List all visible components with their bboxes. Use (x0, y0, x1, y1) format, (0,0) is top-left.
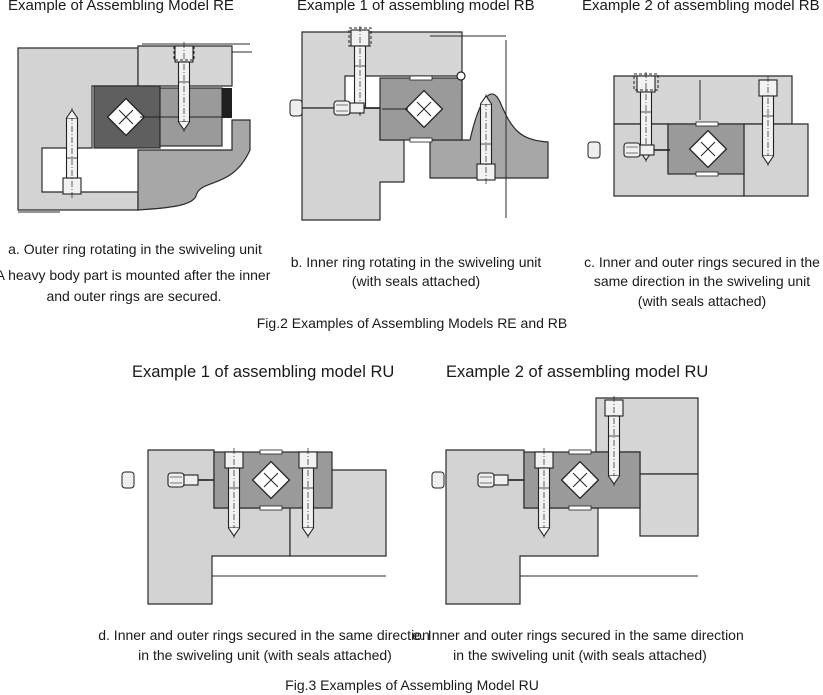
caption-c-line2: same direction in the swiveling unit (593, 273, 811, 289)
caption-a-line2: A heavy body part is mounted after the i… (0, 267, 271, 283)
caption-d-line2: in the swiveling unit (with seals attach… (138, 647, 392, 663)
diagram-ru1 (121, 447, 387, 605)
caption-a-line3: and outer rings are secured. (46, 288, 222, 304)
caption-c-line3: (with seals attached) (637, 293, 767, 309)
figure-caption-fig3: Fig.3 Examples of Assembling Model RU (285, 677, 539, 693)
title-model-ru-2: Example 2 of assembling model RU (446, 363, 709, 381)
caption-e-line1: e. Inner and outer rings secured in the … (412, 627, 744, 643)
figure-caption-fig2: Fig.2 Examples of Assembling Models RE a… (256, 315, 568, 331)
diagram-rb2 (587, 71, 809, 197)
title-model-ru-1: Example 1 of assembling model RU (132, 363, 395, 381)
title-model-rb-2: Example 2 of assembling model RB (582, 0, 820, 14)
diagram-re (17, 41, 252, 213)
caption-e-line2: in the swiveling unit (with seals attach… (453, 647, 707, 663)
re-heavy-body (137, 119, 251, 211)
caption-c-line1: c. Inner and outer rings secured in the (584, 254, 820, 270)
title-model-re: Example of Assembling Model RE (8, 0, 234, 14)
caption-a-line1: a. Outer ring rotating in the swiveling … (8, 241, 262, 257)
diagram-ru2 (431, 395, 699, 605)
diagram-rb1 (289, 25, 549, 221)
caption-b-line1: b. Inner ring rotating in the swiveling … (290, 254, 542, 270)
caption-d-line1: d. Inner and outer rings secured in the … (98, 627, 430, 643)
caption-b-line2: (with seals attached) (351, 273, 481, 289)
title-model-rb-1: Example 1 of assembling model RB (297, 0, 535, 14)
